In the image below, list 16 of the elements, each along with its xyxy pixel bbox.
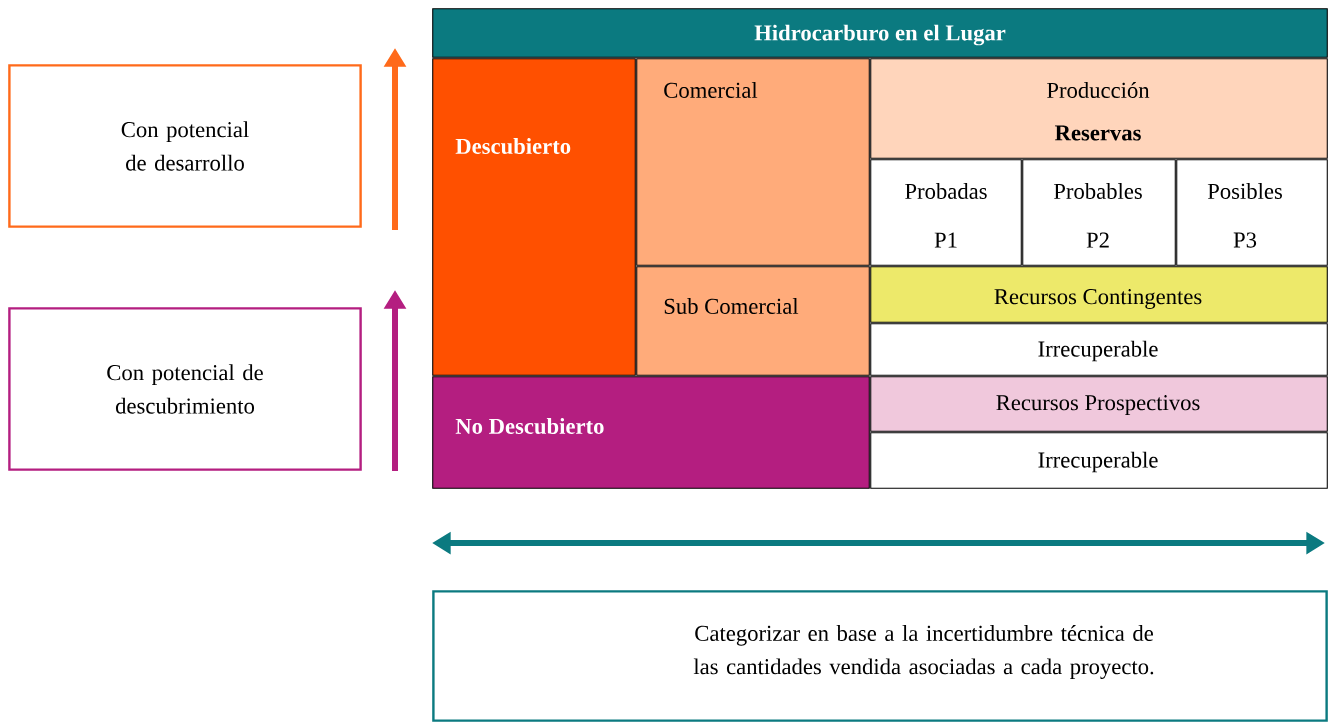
category-cell: Sub Comercial <box>636 266 870 376</box>
category-cell: Producción Reservas <box>870 58 1328 159</box>
category-cell: Descubierto <box>432 58 636 376</box>
category-cell: Probables P2 <box>1022 159 1176 266</box>
note-box: Categorizar en base a la incertidumbre técnica de las cantidades vendida asociadas a cada proyecto. <box>432 590 1328 722</box>
category-cell: Posibles P3 <box>1176 159 1328 266</box>
note-box: Con potencial de descubrimiento <box>8 307 362 471</box>
note-box: Con potencial de desarrollo <box>8 64 362 228</box>
category-cell: Irrecuperable <box>870 323 1328 376</box>
category-cell: Recursos Contingentes <box>870 266 1328 323</box>
category-cell: No Descubierto <box>432 376 870 489</box>
category-cell: Comercial <box>636 58 870 266</box>
header-band: Hidrocarburo en el Lugar <box>432 8 1328 58</box>
category-cell: Irrecuperable <box>870 432 1328 489</box>
category-cell: Recursos Prospectivos <box>870 376 1328 432</box>
category-cell: Probadas P1 <box>870 159 1022 266</box>
